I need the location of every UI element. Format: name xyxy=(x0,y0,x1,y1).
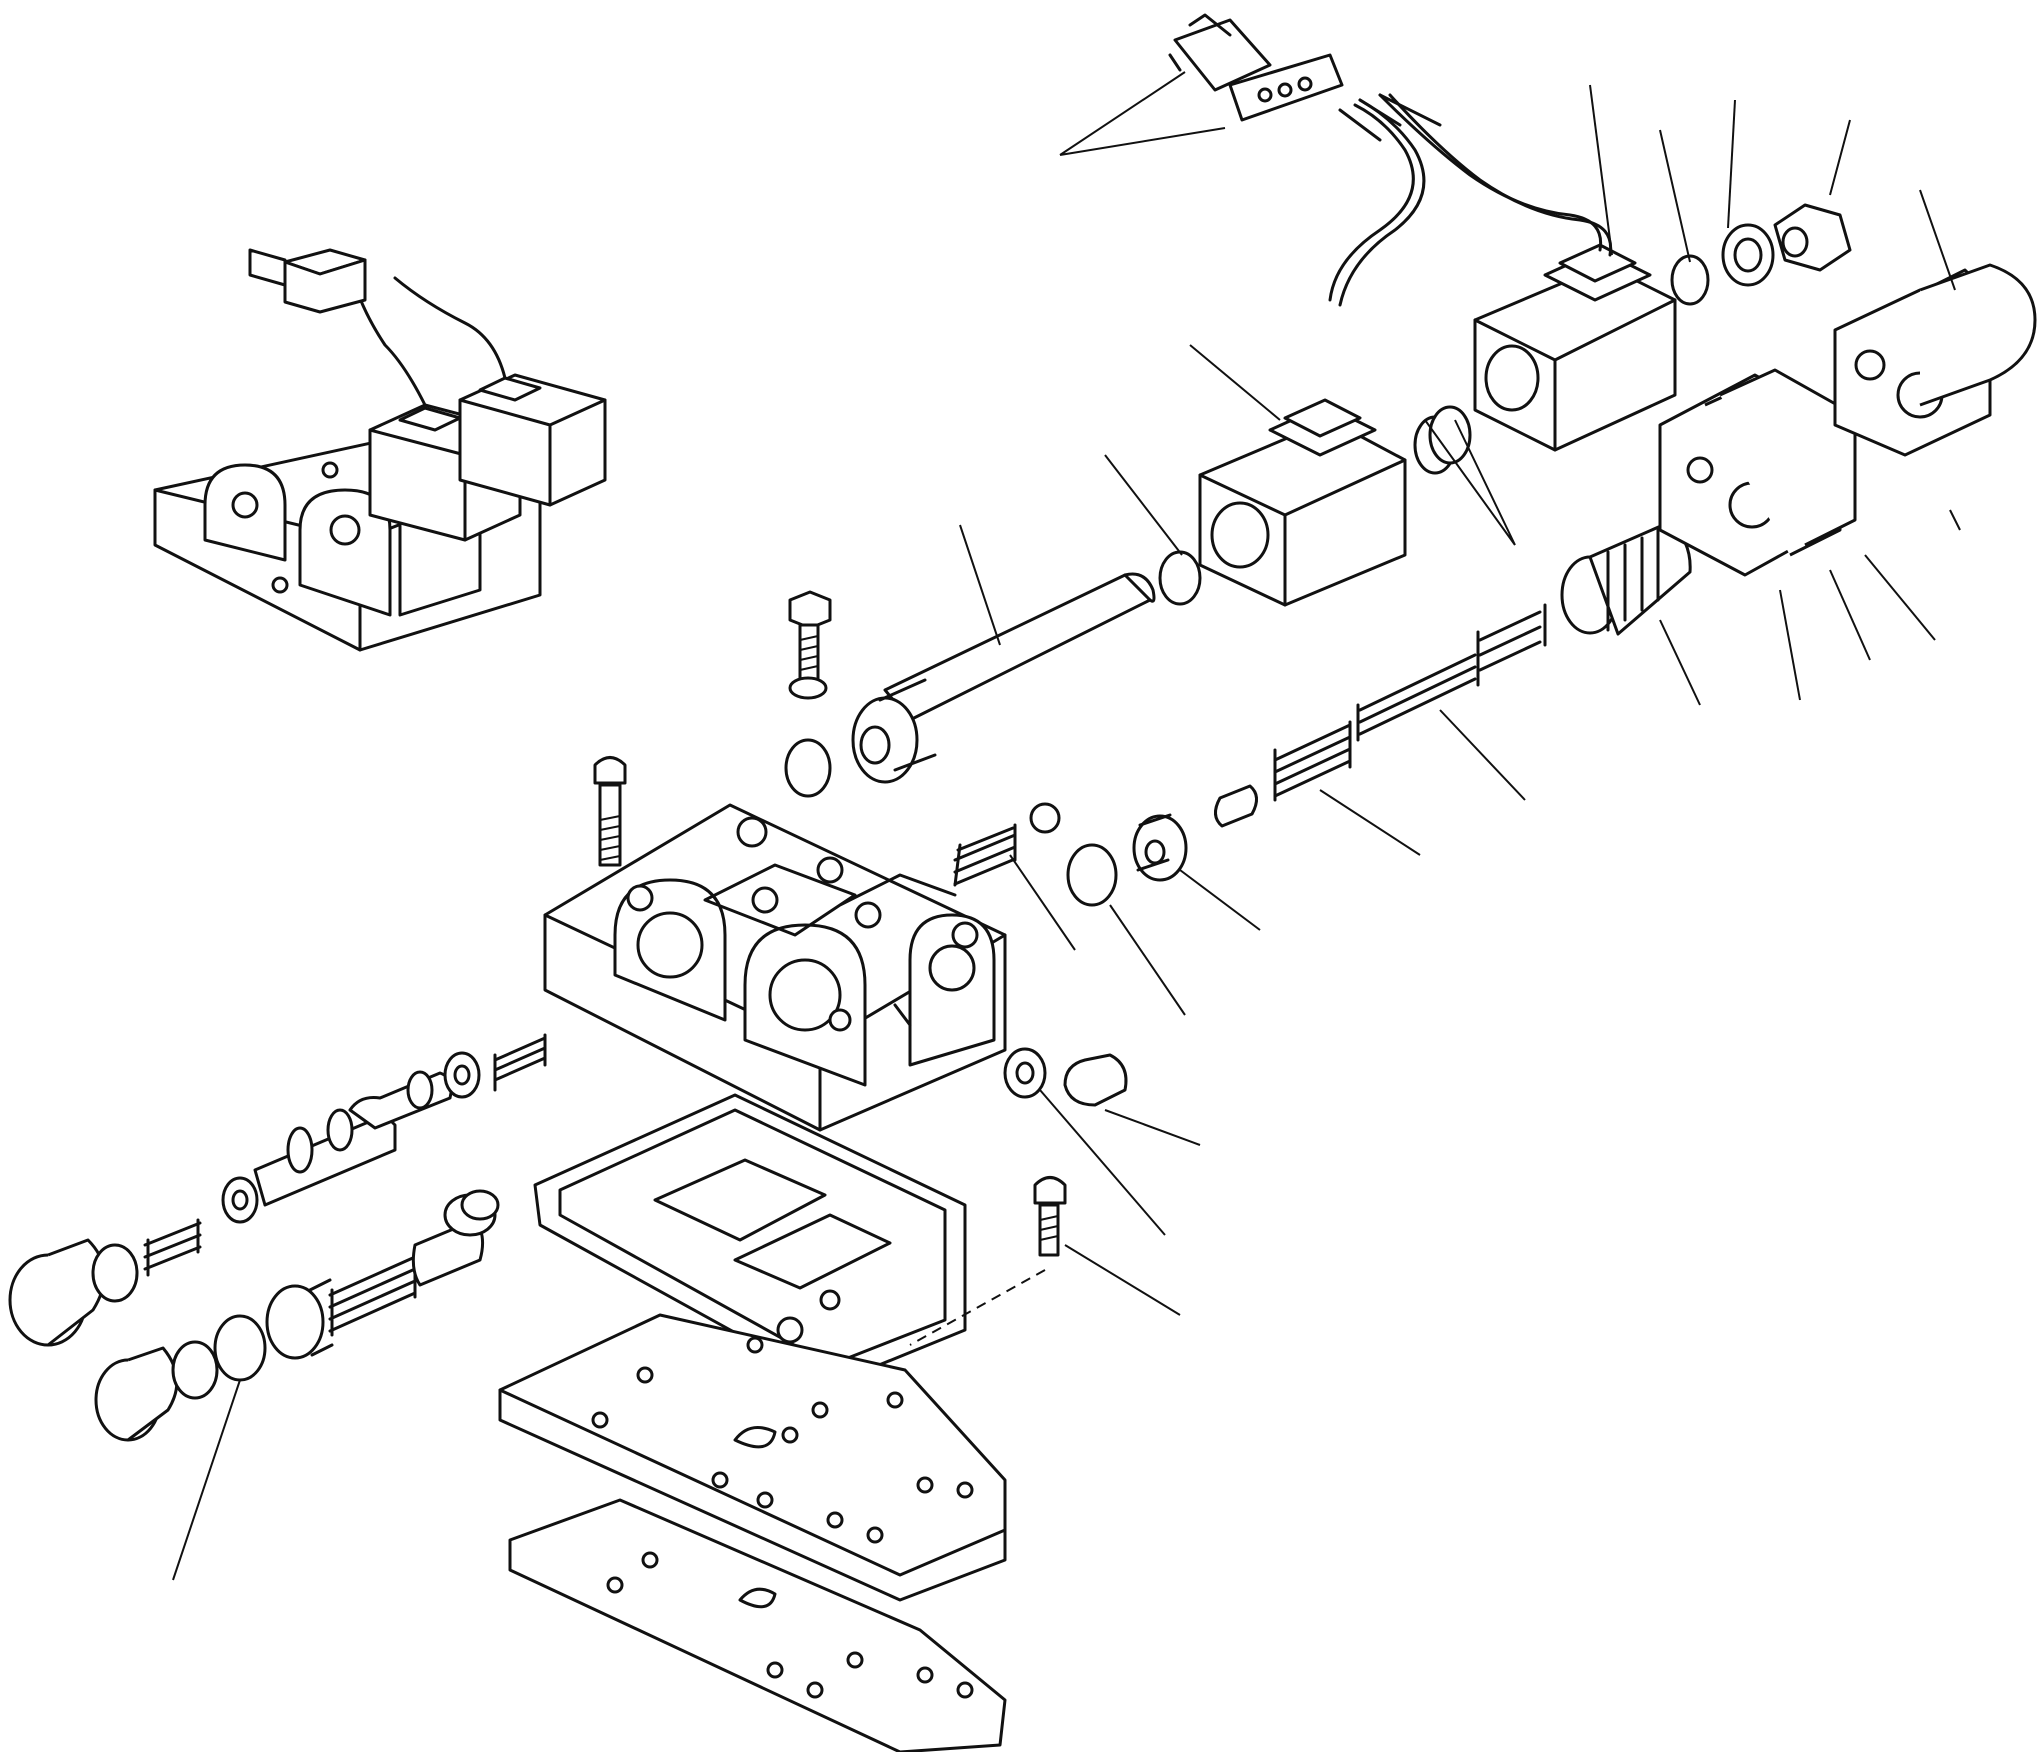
plug-front xyxy=(1063,1053,1128,1107)
washer-front xyxy=(1003,1047,1047,1099)
o-ring-lower-left-2 xyxy=(171,1340,219,1400)
separator-plate-lower xyxy=(508,1498,1007,1752)
spool-valve-lower-left xyxy=(253,1070,453,1207)
spring-long xyxy=(1356,648,1480,742)
backup-ring-lower-left xyxy=(213,1314,267,1382)
solenoid-valve-spool xyxy=(851,572,1156,784)
o-ring-small xyxy=(1670,254,1710,306)
washer-lower-left-2 xyxy=(221,1176,259,1224)
o-ring-spool xyxy=(1158,550,1202,606)
wiring-harness-connector xyxy=(1168,13,1613,307)
bolt-upper xyxy=(788,590,832,700)
valve-body xyxy=(543,803,1007,1132)
snap-ring xyxy=(1066,843,1118,907)
solenoid-coil-right xyxy=(1473,243,1677,452)
solenoid-coil-left xyxy=(1198,398,1407,607)
end-cover xyxy=(1833,263,2037,457)
o-ring-fitting xyxy=(784,738,832,798)
spring-lower-left-3 xyxy=(328,1253,417,1337)
spool-plug xyxy=(1132,813,1188,882)
assembled-valve-view xyxy=(153,248,607,652)
o-ring-lower-left-1 xyxy=(91,1243,139,1303)
washer xyxy=(1721,223,1775,287)
spring-lower-left-1 xyxy=(493,1033,547,1092)
plug-lower-left-2 xyxy=(94,1346,179,1442)
piston-lower-left xyxy=(265,1278,334,1360)
bolt-lower xyxy=(1033,1176,1067,1257)
piston xyxy=(1560,520,1692,636)
spool-lower-left-2 xyxy=(411,1189,500,1287)
spring-medium xyxy=(1273,720,1352,802)
pin xyxy=(1214,784,1258,828)
nut xyxy=(1773,203,1852,272)
washer-lower-left-1 xyxy=(443,1051,481,1099)
leader-lines xyxy=(172,71,1961,1581)
bolt-body xyxy=(593,756,627,867)
separator-plate-upper xyxy=(498,1313,1007,1602)
check-ball xyxy=(1029,802,1061,834)
spring-small-1 xyxy=(953,823,1017,887)
gasket xyxy=(533,1093,967,1387)
spring-lower-left-2 xyxy=(143,1218,202,1277)
o-ring-coil-2 xyxy=(1428,405,1472,465)
spring-large xyxy=(1476,603,1547,679)
plug-lower-left-1 xyxy=(8,1238,106,1347)
